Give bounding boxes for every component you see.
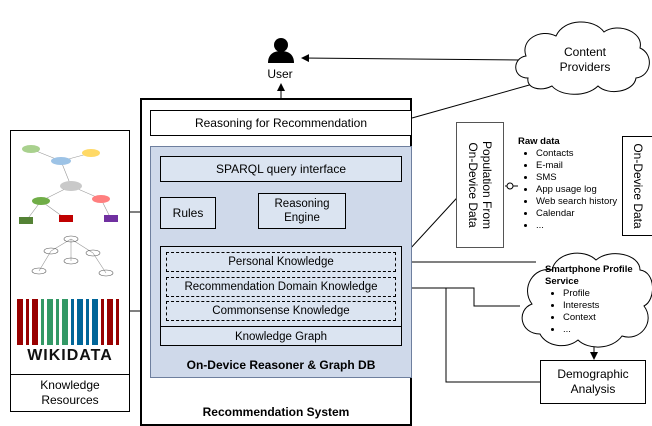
recommendation-domain-knowledge: Recommendation Domain Knowledge xyxy=(166,277,396,297)
provider-user-arrow xyxy=(301,54,521,63)
on-device-data-box: On-Device Data xyxy=(622,136,652,236)
recommendation-system-label: Recommendation System xyxy=(202,405,350,419)
user-head xyxy=(274,38,288,52)
user-label: User xyxy=(267,67,293,81)
demographic-commonsense-arrow xyxy=(445,288,540,383)
knowledge-resources-image xyxy=(10,130,130,374)
reasoning-engine: Reasoning Engine xyxy=(258,193,346,229)
population-label: Population From On-Device Data xyxy=(466,140,494,230)
population-box: Population From On-Device Data xyxy=(456,122,504,248)
profile-item: Profile xyxy=(563,288,645,300)
raw-data-item: Contacts xyxy=(536,148,622,160)
personal-knowledge: Personal Knowledge xyxy=(166,252,396,272)
sparql-query-interface: SPARQL query interface xyxy=(160,156,402,182)
content-providers-label: Content Providers xyxy=(559,45,611,74)
raw-data-item: Calendar xyxy=(536,208,622,220)
on-device-data-label: On-Device Data xyxy=(630,143,645,229)
demographic-analysis: Demographic Analysis xyxy=(540,360,646,404)
raw-data-title: Raw data xyxy=(518,136,560,147)
raw-data-item: App usage log xyxy=(536,184,622,196)
reasoning-engine-label: Reasoning Engine xyxy=(274,198,330,224)
knowledge-resources-label: Knowledge Resources xyxy=(10,374,130,412)
profile-cloud xyxy=(521,252,652,348)
raw-data-items: Contacts E-mail SMS App usage log Web se… xyxy=(518,148,622,232)
rules-box: Rules xyxy=(160,197,216,229)
knowledge-resources-text: Knowledge Resources xyxy=(40,378,100,407)
profile-item: Context xyxy=(563,312,645,324)
user-body xyxy=(268,51,294,63)
wikidata-logo-text: WIKIDATA xyxy=(27,347,113,364)
raw-data-item: SMS xyxy=(536,172,622,184)
content-providers: Content Providers xyxy=(530,40,640,80)
raw-data-item: E-mail xyxy=(536,160,622,172)
reasoning-for-recommendation: Reasoning for Recommendation xyxy=(150,110,412,136)
wikidata-barcode xyxy=(17,299,119,345)
profile-item: ... xyxy=(563,324,645,336)
reasoner-graph-db-label: On-Device Reasoner & Graph DB xyxy=(186,358,376,372)
knowledge-graph-thumbnails xyxy=(17,145,119,345)
raw-data-item: Web search history xyxy=(536,196,622,208)
profile-title: Smartphone Profile Service xyxy=(545,264,633,287)
content-providers-cloud xyxy=(515,21,650,95)
knowledge-graph-label: Knowledge Graph xyxy=(160,326,402,346)
smartphone-profile-service: Smartphone Profile Service Profile Inter… xyxy=(545,264,645,336)
profile-items: Profile Interests Context ... xyxy=(545,288,645,336)
reasoning-provider-arrow xyxy=(411,80,541,119)
raw-data-item: ... xyxy=(536,220,622,232)
commonsense-knowledge: Commonsense Knowledge xyxy=(166,301,396,321)
profile-item: Interests xyxy=(563,300,645,312)
profile-domain-arrow xyxy=(397,284,520,307)
raw-data-list: Raw data Contacts E-mail SMS App usage l… xyxy=(518,136,622,238)
demographic-label: Demographic Analysis xyxy=(557,367,629,396)
